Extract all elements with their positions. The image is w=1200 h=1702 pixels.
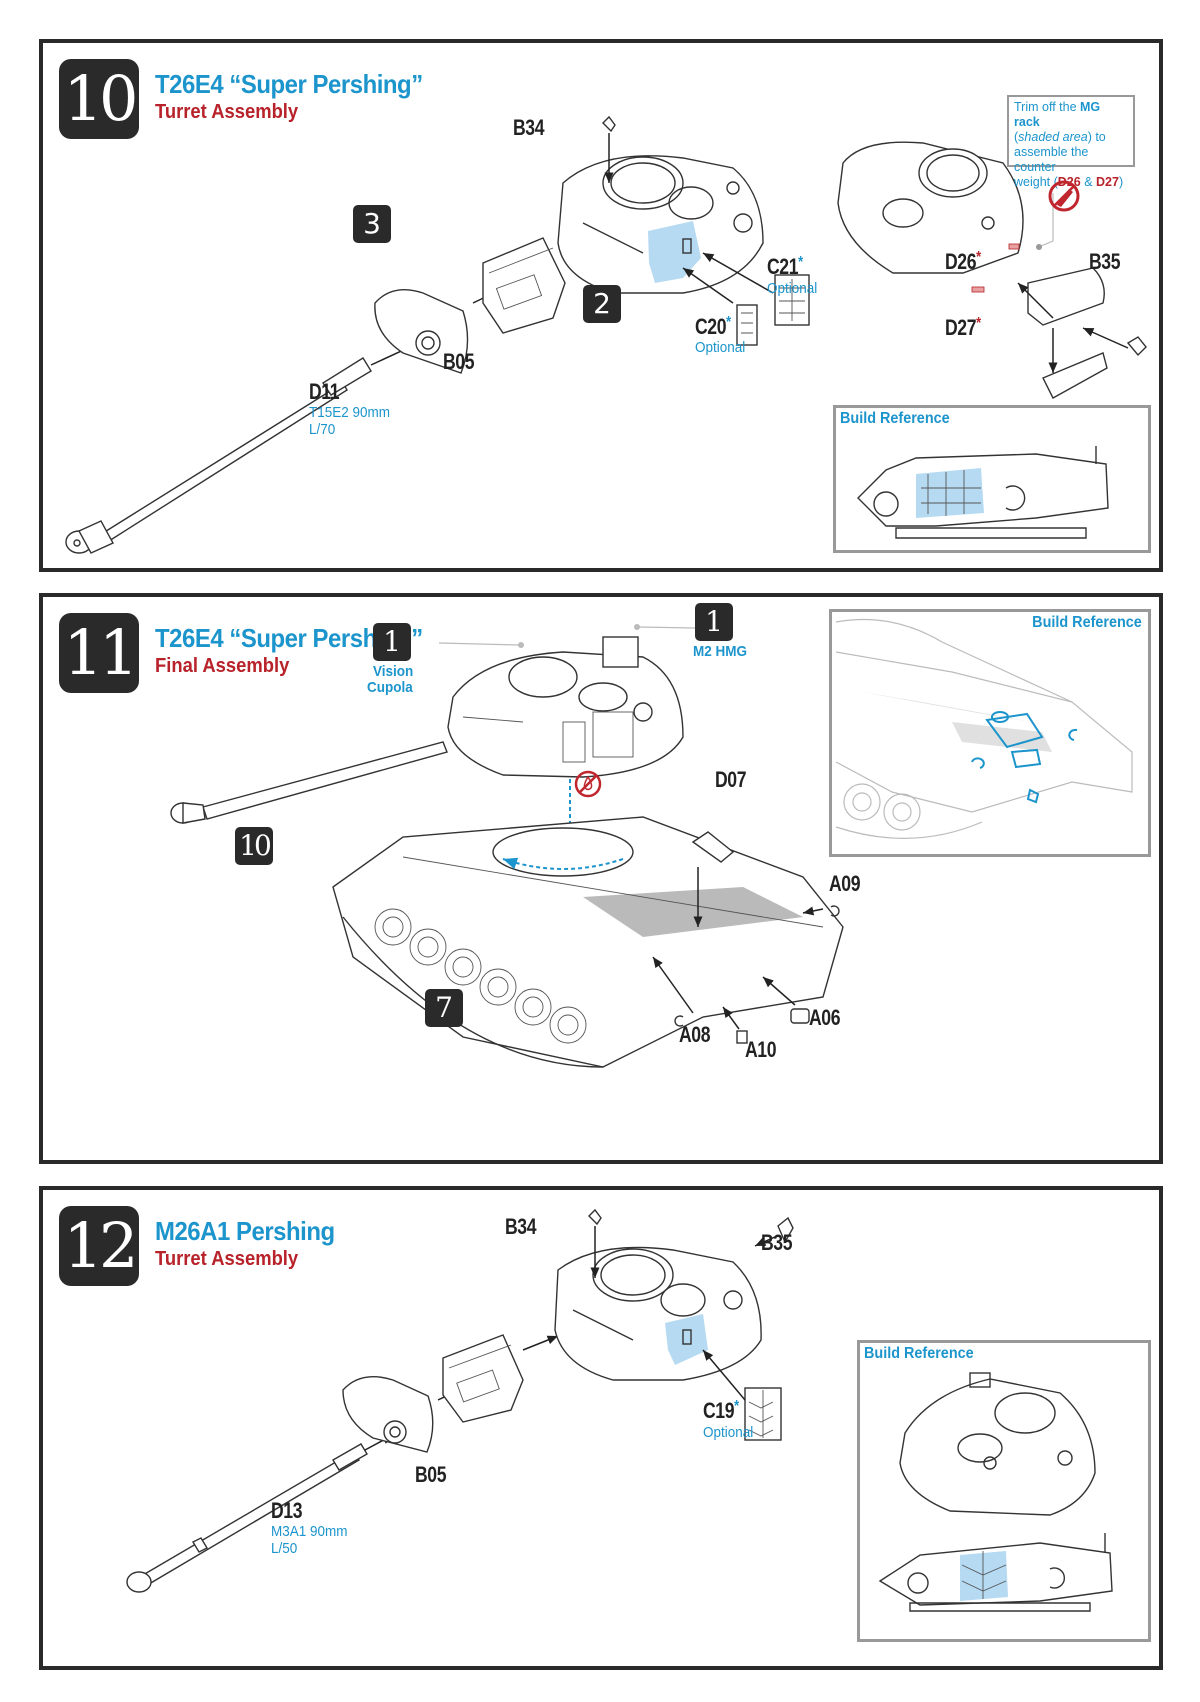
gun-barrel-d11-drawing <box>65 115 1147 554</box>
part-note-c20: Optional <box>695 339 746 356</box>
step-title: M26A1 Pershing <box>155 1216 335 1246</box>
build-reference-turret-drawing <box>878 1372 1113 1612</box>
part-label-c21: C21* <box>767 254 803 279</box>
m2-hmg-label: M2 HMG <box>693 643 747 660</box>
build-reference-box: Build Reference <box>829 609 1151 857</box>
part-note-d11-line2: L/70 <box>309 421 336 438</box>
part-label-b05: B05 <box>443 349 475 374</box>
step-number-badge: 10 <box>59 59 139 139</box>
step-number-badge: 12 <box>59 1206 139 1286</box>
build-reference-label: Build Reference <box>864 1345 974 1362</box>
part-note-c19: Optional <box>703 1424 754 1441</box>
part-label-b35: B35 <box>1089 249 1121 274</box>
build-reference-hull-rear-drawing <box>835 618 1133 839</box>
build-reference-label: Build Reference <box>1032 614 1142 631</box>
sub-assembly-ref-2: 2 <box>583 285 621 323</box>
part-label-b35: B35 <box>761 1230 793 1255</box>
part-label-a06: A06 <box>809 1005 841 1030</box>
trim-instruction-callout: Trim off the MG rack (shaded area) to as… <box>1007 95 1135 189</box>
step-subtitle: Turret Assembly <box>155 101 299 123</box>
part-label-d07: D07 <box>715 767 747 792</box>
part-label-d26: D26* <box>945 249 981 274</box>
build-reference-box: Build Reference <box>833 405 1151 553</box>
part-label-a09: A09 <box>829 871 861 896</box>
cut-knife-icon <box>1048 180 1080 212</box>
no-glue-icon <box>574 770 602 798</box>
vision-cupola-label-line1: Vision <box>373 663 414 680</box>
build-reference-turret-side-drawing <box>857 446 1109 539</box>
part-label-c20: C20* <box>695 314 731 339</box>
part-label-b34: B34 <box>505 1214 537 1239</box>
part-label-b34: B34 <box>513 115 545 140</box>
step-subtitle: Turret Assembly <box>155 1248 299 1270</box>
build-reference-label: Build Reference <box>840 410 950 427</box>
vision-cupola-label-line2: Cupola <box>367 679 413 696</box>
part-note-c21: Optional <box>767 280 818 297</box>
build-reference-box: Build Reference <box>857 1340 1151 1642</box>
part-note-d13-line2: L/50 <box>271 1540 298 1557</box>
part-note-d11-line1: T15E2 90mm <box>309 404 391 421</box>
part-label-d11: D11 <box>309 379 340 404</box>
sub-assembly-ref-10: 10 <box>235 827 273 865</box>
sub-assembly-ref-3: 3 <box>353 205 391 243</box>
part-label-a08: A08 <box>679 1022 711 1047</box>
step-10-panel: 10 T26E4 “Super Pershing” Turret Assembl… <box>39 39 1163 572</box>
step-12-panel: 12 M26A1 Pershing Turret Assembly <box>39 1186 1163 1670</box>
step-title: T26E4 “Super Pershing” <box>155 69 423 99</box>
part-label-d13: D13 <box>271 1498 303 1523</box>
sub-assembly-ref-vision-cupola: 1 <box>373 623 411 661</box>
turret-assembly-drawing <box>126 1208 794 1593</box>
part-label-d27: D27* <box>945 315 981 340</box>
sub-assembly-ref-m2-hmg: 1 <box>695 603 733 641</box>
part-note-d13-line1: M3A1 90mm <box>271 1523 348 1540</box>
part-label-c19: C19* <box>703 1398 739 1423</box>
sub-assembly-ref-7: 7 <box>425 989 463 1027</box>
step-number-badge: 11 <box>59 613 139 693</box>
step-subtitle: Final Assembly <box>155 655 290 677</box>
part-label-a10: A10 <box>745 1037 777 1062</box>
part-label-b05: B05 <box>415 1462 447 1487</box>
step-11-panel: 11 T26E4 “Super Pershing” Final Assembly <box>39 593 1163 1164</box>
